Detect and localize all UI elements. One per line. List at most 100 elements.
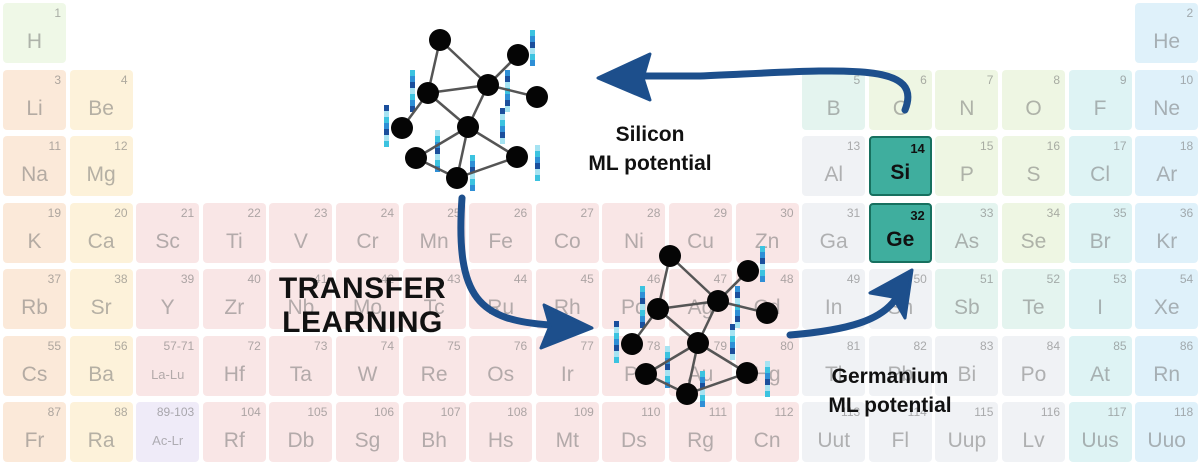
element-symbol: O bbox=[1025, 96, 1042, 120]
element-number: 73 bbox=[314, 338, 328, 353]
element-symbol: Uup bbox=[947, 429, 987, 452]
feature-bar-cell bbox=[435, 160, 440, 166]
element-number: 72 bbox=[247, 338, 261, 353]
element-symbol: Ar bbox=[1156, 163, 1178, 186]
element-number: 46 bbox=[647, 272, 661, 286]
element-number: 117 bbox=[1107, 405, 1127, 419]
element-symbol: In bbox=[824, 296, 843, 319]
element-symbol: Co bbox=[553, 229, 581, 253]
feature-bar-cell bbox=[470, 179, 475, 185]
element-number: 5 bbox=[853, 72, 861, 87]
silicon-network bbox=[384, 29, 548, 191]
element-number: 85 bbox=[1113, 338, 1127, 353]
feature-bar-cell bbox=[665, 370, 670, 376]
element-symbol: Na bbox=[21, 163, 48, 186]
element-symbol: Si bbox=[890, 161, 911, 184]
element-number: 33 bbox=[980, 205, 994, 220]
element-symbol: Cs bbox=[21, 362, 48, 386]
arrow-germanium-to-ge bbox=[786, 268, 914, 339]
feature-bar-cell bbox=[665, 364, 670, 370]
feature-bar-cell bbox=[530, 36, 535, 42]
feature-bar-cell bbox=[765, 367, 770, 373]
feature-bar-cell bbox=[665, 352, 670, 358]
element-symbol: Rb bbox=[21, 296, 48, 319]
feature-bar-cell bbox=[470, 155, 475, 161]
feature-bar-cell bbox=[700, 395, 705, 401]
atom-node bbox=[635, 363, 657, 385]
feature-bar-cell bbox=[384, 111, 389, 117]
element-symbol: F bbox=[1093, 96, 1107, 120]
element-number: 83 bbox=[980, 338, 994, 353]
feature-bar-cell bbox=[470, 167, 475, 173]
feature-bar-cell bbox=[530, 54, 535, 60]
element-number: 110 bbox=[641, 405, 661, 419]
element-number: 74 bbox=[380, 338, 394, 353]
element-number: 22 bbox=[247, 205, 261, 220]
atom-node bbox=[429, 29, 451, 51]
feature-bar-cell bbox=[735, 322, 740, 328]
feature-bar-cell bbox=[730, 354, 735, 360]
feature-bar-cell bbox=[760, 246, 765, 252]
feature-bar-cell bbox=[435, 130, 440, 136]
element-symbol: H bbox=[26, 30, 43, 53]
element-symbol: Ba bbox=[88, 362, 114, 386]
element-symbol: K bbox=[27, 229, 42, 253]
feature-bar-cell bbox=[500, 108, 505, 114]
element-number: 77 bbox=[580, 338, 594, 353]
element-number: 8 bbox=[1053, 72, 1060, 87]
silicon-potential-label: Silicon ML potential bbox=[565, 120, 735, 178]
element-number: 12 bbox=[114, 139, 128, 153]
element-number: 48 bbox=[780, 272, 794, 286]
feature-bar-cell bbox=[614, 351, 619, 357]
element-number: 118 bbox=[1174, 405, 1194, 419]
germanium-potential-label: Germanium ML potential bbox=[790, 362, 990, 420]
feature-bar-cell bbox=[730, 342, 735, 348]
element-number: 116 bbox=[1040, 405, 1060, 419]
element-number: 21 bbox=[180, 205, 195, 220]
feature-bar-cell bbox=[700, 377, 705, 383]
element-symbol: Rg bbox=[687, 429, 714, 452]
feature-bar-cell bbox=[410, 94, 415, 100]
element-symbol: Tl bbox=[824, 362, 843, 386]
element-symbol: Cn bbox=[753, 429, 781, 452]
element-number: 86 bbox=[1179, 338, 1194, 353]
element-symbol: Re bbox=[420, 362, 448, 386]
element-number: 36 bbox=[1179, 205, 1194, 220]
atom-node bbox=[477, 74, 499, 96]
element-symbol: Xe bbox=[1153, 296, 1180, 319]
feature-bar-cell bbox=[765, 385, 770, 391]
element-symbol: Cu bbox=[687, 229, 714, 253]
element-symbol: Mg bbox=[86, 163, 116, 186]
element-number: 40 bbox=[247, 272, 261, 286]
feature-bar-cell bbox=[535, 145, 540, 151]
element-number: 56 bbox=[114, 338, 128, 353]
feature-bar-cell bbox=[435, 136, 440, 142]
feature-bar-cell bbox=[535, 157, 540, 163]
feature-bar-cell bbox=[505, 70, 510, 76]
element-symbol: Ta bbox=[289, 362, 312, 386]
feature-bar-cell bbox=[535, 169, 540, 175]
feature-bar-cell bbox=[410, 88, 415, 94]
